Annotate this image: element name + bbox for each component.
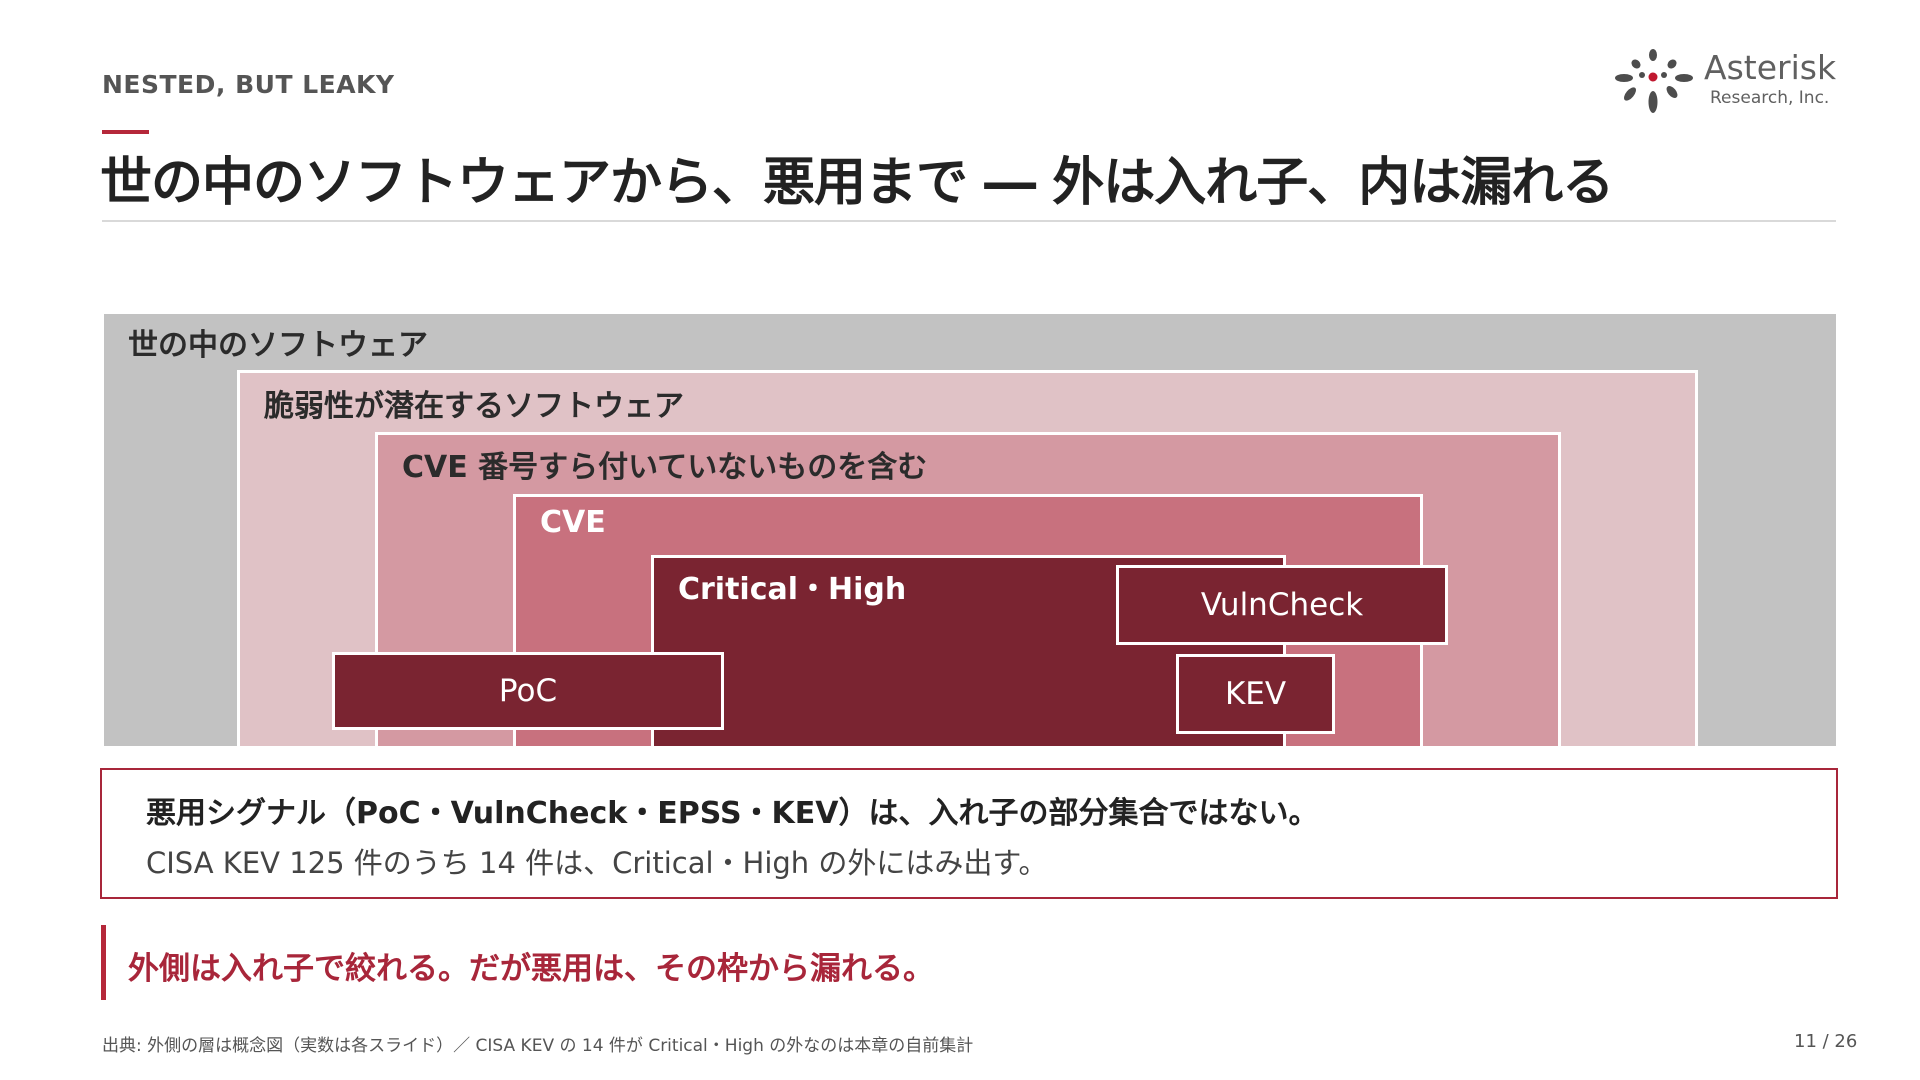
layer-critical-high-label: Critical・High bbox=[678, 572, 907, 607]
logo-name: Asterisk bbox=[1704, 48, 1837, 87]
callout-box: 悪用シグナル（PoC・VulnCheck・EPSS・KEV）は、入れ子の部分集合… bbox=[100, 768, 1838, 899]
callout-heading: 悪用シグナル（PoC・VulnCheck・EPSS・KEV）は、入れ子の部分集合… bbox=[146, 796, 1319, 831]
eyebrow: NESTED, BUT LEAKY bbox=[102, 70, 395, 99]
title-divider bbox=[102, 220, 1836, 222]
tagline-accent-bar bbox=[101, 925, 106, 1000]
tagline: 外側は入れ子で絞れる。だが悪用は、その枠から漏れる。 bbox=[128, 951, 934, 987]
accent-rule bbox=[102, 130, 149, 134]
layer-vulnerable-software-label: 脆弱性が潜在するソフトウェア bbox=[264, 389, 684, 424]
company-logo: Asterisk Research, Inc. bbox=[1612, 44, 1842, 120]
layer-cve-label: CVE bbox=[540, 505, 606, 540]
asterisk-logo-icon bbox=[1615, 49, 1693, 113]
callout-body: CISA KEV 125 件のうち 14 件は、Critical・High の外… bbox=[146, 846, 1048, 880]
logo-subtitle: Research, Inc. bbox=[1710, 88, 1830, 108]
source-note: 出典: 外側の層は概念図（実数は各スライド）／ CISA KEV の 14 件が… bbox=[102, 1036, 974, 1056]
page-number: 11 / 26 bbox=[1794, 1031, 1858, 1052]
signal-kev: KEV bbox=[1176, 654, 1335, 734]
layer-all-software-label: 世の中のソフトウェア bbox=[128, 328, 428, 363]
signal-poc: PoC bbox=[332, 652, 724, 730]
page-title: 世の中のソフトウェアから、悪用まで ― 外は入れ子、内は漏れる bbox=[100, 153, 1614, 213]
layer-including-no-cve-label: CVE 番号すら付いていないものを含む bbox=[402, 450, 928, 485]
signal-vulncheck: VulnCheck bbox=[1116, 565, 1448, 645]
